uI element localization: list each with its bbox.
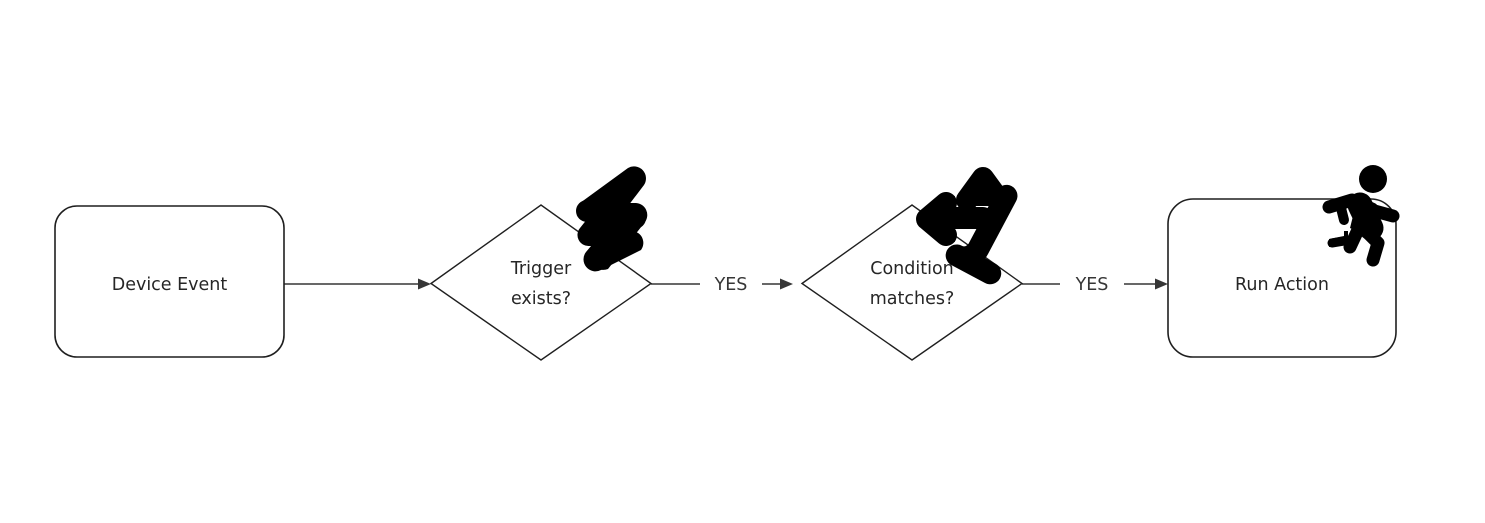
running-person-icon [1322,165,1400,267]
node-trigger-exists[interactable]: Trigger exists? [429,166,653,361]
node-run-action[interactable]: Run Action [1167,165,1400,358]
edge-condition-to-action: YES [1022,275,1168,295]
node-condition-matches[interactable]: Condition matches? [800,167,1026,361]
condition-matches-label-line1: Condition [870,259,954,279]
condition-matches-diamond[interactable] [800,204,1024,361]
edge-label-yes-1: YES [714,275,748,295]
node-device-event[interactable]: Device Event [54,205,285,358]
device-event-label: Device Event [112,275,228,295]
edge-event-to-trigger-arrowhead [418,278,431,290]
device-event-box[interactable] [54,205,285,358]
run-action-label: Run Action [1235,275,1329,295]
condition-matches-label-line2: matches? [870,289,955,309]
edge-label-yes-2: YES [1075,275,1109,295]
trigger-exists-label-line2: exists? [511,289,571,309]
edge-trigger-to-condition-arrowhead [780,278,793,290]
fork-arrows-icon [916,167,1018,285]
edge-trigger-to-condition: YES [651,275,793,295]
trigger-exists-label-line1: Trigger [510,259,572,279]
edge-event-to-trigger [284,278,431,290]
edge-condition-to-action-arrowhead [1155,278,1168,290]
lightning-bolt-icon [576,166,648,272]
trigger-exists-diamond[interactable] [429,204,653,361]
